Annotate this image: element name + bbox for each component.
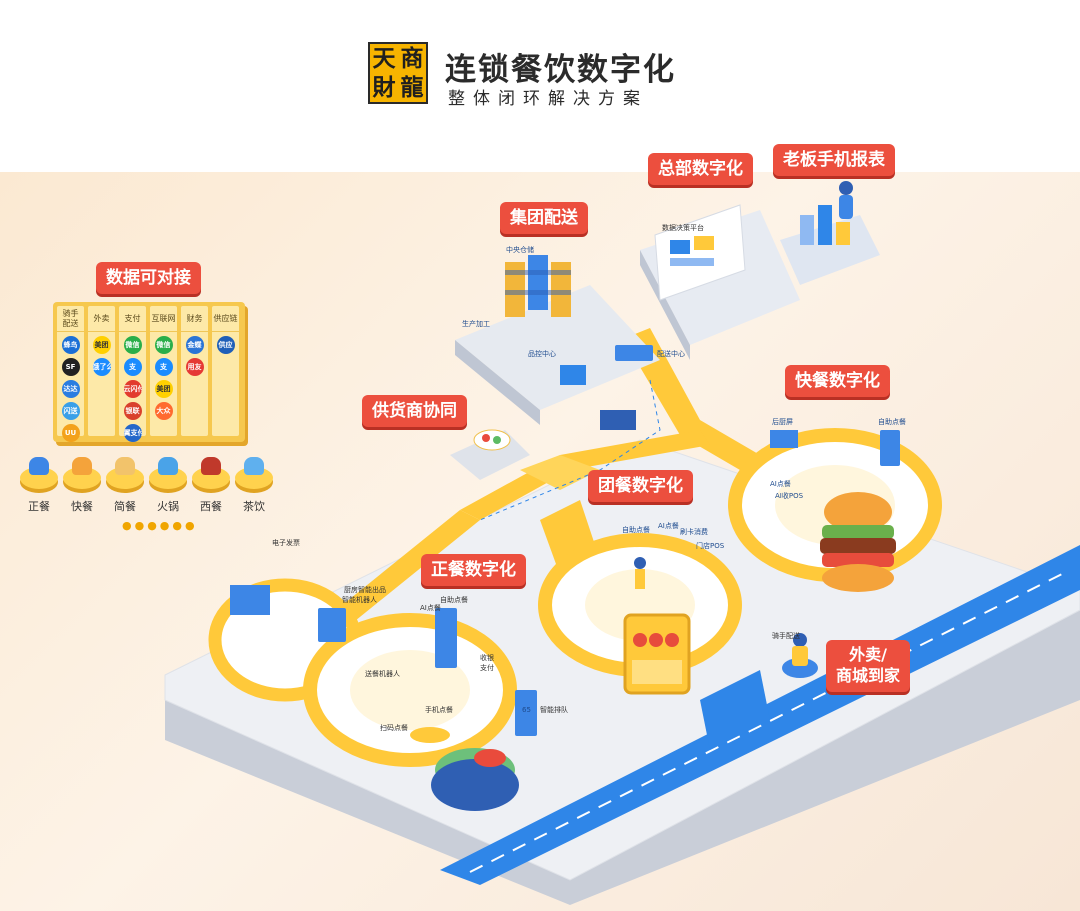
partner-logo: 供应 <box>216 336 235 354</box>
partner-logo: 云闪付 <box>123 380 142 398</box>
partner-logo: SF <box>61 358 80 376</box>
connection-paths <box>330 328 760 625</box>
warehouse-block: 中央仓储 生产加工 品控中心 配送中心 <box>455 245 685 430</box>
cuisine-hotpot: 火锅 <box>148 457 188 514</box>
rider-label: 骑手配送 <box>772 631 800 640</box>
callout-takeout-line1: 外卖/ <box>849 645 887 664</box>
cuisine-light: 简餐 <box>105 457 145 514</box>
group-self-order-label: 自助点餐 <box>622 525 650 534</box>
docking-column-internet: 互联网 微信 支 美团 大众 <box>150 306 177 436</box>
partner-logo: 金蝶 <box>185 336 204 354</box>
production-label: 生产加工 <box>462 319 490 328</box>
docking-column-supply: 供应链 供应 <box>212 306 239 436</box>
pagination-dots: ●●●●●● <box>122 519 198 532</box>
dining-self-label: 自助点餐 <box>440 595 468 604</box>
docking-column-finance: 财务 金蝶 用友 <box>181 306 208 436</box>
partner-logo: 蜂鸟 <box>61 336 80 354</box>
partner-logo: 大众 <box>154 402 173 420</box>
group-pos-label: 门店POS <box>696 541 725 550</box>
partner-logo: 美团 <box>154 380 173 398</box>
logo-char: 商 <box>400 45 424 72</box>
cuisine-tea: 茶饮 <box>234 457 274 514</box>
formal-dining-area: 65 厨房智能出品 智能机器人 AI点餐 自助点餐 送餐机器人 手机点餐 扫码点… <box>208 538 568 811</box>
dining-ai-order-label: AI点餐 <box>420 603 441 612</box>
page-title: 连锁餐饮数字化 <box>445 52 676 88</box>
callout-boss-report: 老板手机报表 <box>773 144 895 177</box>
dining-serve-label: 送餐机器人 <box>365 669 400 678</box>
logo-char: 龍 <box>400 74 424 101</box>
docking-column-payment: 支付 微信 支 云闪付 银联 翼支付 <box>119 306 146 442</box>
partner-logo: UU <box>61 424 80 442</box>
dining-cashier-label: 收银 <box>480 653 494 662</box>
burger-icon <box>820 492 896 592</box>
partner-logo: 用友 <box>185 358 204 376</box>
callout-data-docking: 数据可对接 <box>96 262 201 295</box>
dining-kitchen-label: 厨房智能出品 <box>344 585 386 594</box>
dining-robot-label: 智能机器人 <box>342 595 377 604</box>
partner-logo: 闪送 <box>61 402 80 420</box>
callout-takeout: 外卖/ 商城到家 <box>826 640 911 692</box>
logo-char: 財 <box>372 74 396 101</box>
callout-takeout-line2: 商城到家 <box>836 665 901 685</box>
callout-group-delivery: 集团配送 <box>500 202 588 235</box>
road-marking <box>469 569 1071 873</box>
logo-char: 天 <box>372 45 396 72</box>
partner-logo: 银联 <box>123 402 142 420</box>
callout-formal-dining: 正餐数字化 <box>421 554 526 587</box>
cuisine-formal: 正餐 <box>19 457 59 514</box>
bread-icon <box>106 457 144 489</box>
dining-scan-label: 扫码点餐 <box>380 723 408 732</box>
dispatch-center-label: 配送中心 <box>657 349 685 358</box>
page-subtitle: 整体闭环解决方案 <box>448 89 648 109</box>
fast-self-order-label: 自助点餐 <box>878 417 906 426</box>
partner-logo: 支 <box>154 358 173 376</box>
partner-logo: 饿了么 <box>92 358 111 376</box>
rider-icon: 骑手配送 <box>772 631 818 678</box>
partner-logo: 微信 <box>123 336 142 354</box>
partner-logo: 支 <box>123 358 142 376</box>
partner-logo: 翼支付 <box>123 424 142 442</box>
hotpot-icon <box>149 457 187 489</box>
queue-number: 65 <box>522 706 531 714</box>
cuisine-western: 西餐 <box>191 457 231 514</box>
bowl-icon <box>20 457 58 489</box>
central-kitchen-label: 中央仓储 <box>506 245 534 254</box>
docking-panel: 骑手配送 蜂鸟 SF 达达 闪送 UU 外卖 美团 饿了么 支付 微信 支 云闪… <box>53 302 245 442</box>
docking-column-rider: 骑手配送 蜂鸟 SF 达达 闪送 UU <box>57 306 84 442</box>
callout-supplier: 供货商协同 <box>362 395 467 428</box>
group-meal-area: 自助点餐 AI点餐 刷卡消费 门店POS <box>538 521 742 695</box>
group-ai-label: AI点餐 <box>658 521 679 530</box>
dining-queue-label: 智能排队 <box>540 705 568 714</box>
callout-group-meal: 团餐数字化 <box>588 470 693 503</box>
partner-logo: 美团 <box>92 336 111 354</box>
quality-center-label: 品控中心 <box>528 349 556 358</box>
fast-pos-label: AI收POS <box>775 491 804 500</box>
brand-logo: 天 商 財 龍 <box>368 42 428 104</box>
dining-pay-label: 支付 <box>480 663 494 672</box>
boss-report-block <box>780 181 880 285</box>
group-card-label: 刷卡消费 <box>680 527 708 536</box>
partner-logo: 微信 <box>154 336 173 354</box>
burger-icon <box>63 457 101 489</box>
callout-hq-digital: 总部数字化 <box>648 153 753 186</box>
callout-fastfood: 快餐数字化 <box>785 365 890 398</box>
tea-cup-icon <box>235 457 273 489</box>
dining-mobile-label: 手机点餐 <box>425 705 453 714</box>
steak-icon <box>192 457 230 489</box>
cuisine-fastfood: 快餐 <box>62 457 102 514</box>
partner-logo: 达达 <box>61 380 80 398</box>
dining-invoice-label: 电子发票 <box>272 538 300 547</box>
fast-ai-pos-label: AI点餐 <box>770 479 791 488</box>
fast-kds-label: 后厨屏 <box>772 417 793 426</box>
docking-column-takeout: 外卖 美团 饿了么 <box>88 306 115 436</box>
fastfood-area: 后厨屏 自助点餐 AI点餐 AI收POS <box>728 417 942 592</box>
road-branch <box>700 670 770 750</box>
data-platform-label: 数据决策平台 <box>662 223 704 232</box>
bowl-icon <box>431 748 519 811</box>
supplier-block <box>450 429 530 480</box>
hq-data-block: 数据决策平台 <box>640 204 800 360</box>
